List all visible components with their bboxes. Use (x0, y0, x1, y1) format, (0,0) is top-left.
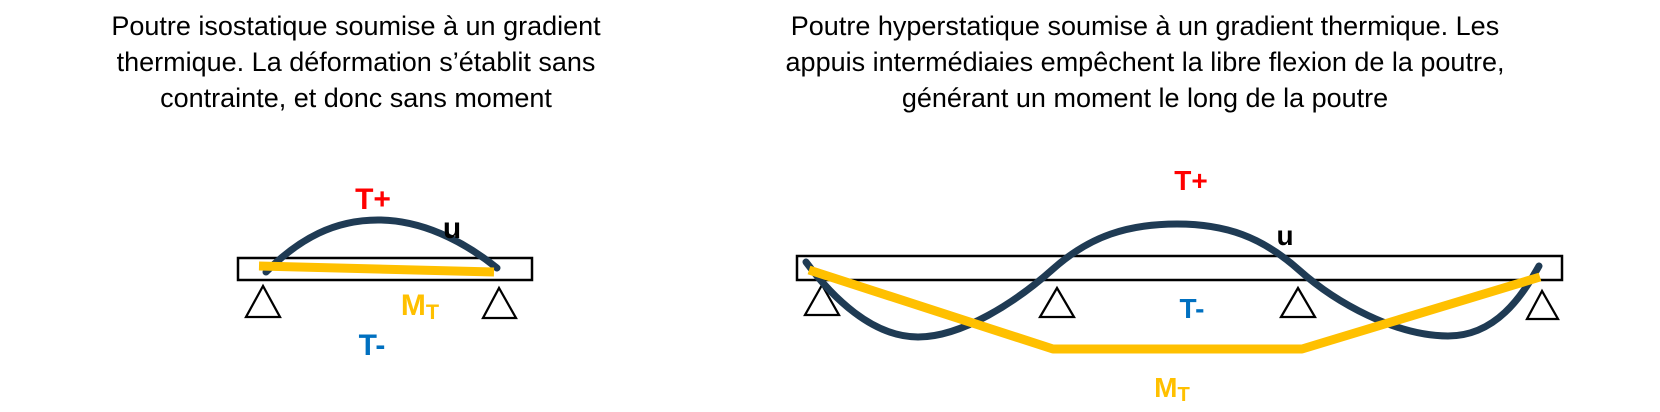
caption-line: contrainte, et donc sans moment (160, 83, 552, 113)
left-label-mt-main: M (400, 289, 426, 322)
caption-line: thermique. La déformation s’établit sans (116, 47, 596, 77)
right-label-u: u (1276, 220, 1294, 251)
caption-line: appuis intermédiaies empêchent la libre … (785, 47, 1505, 77)
caption-line: Poutre isostatique soumise à un gradient (111, 11, 601, 41)
right-support-triangle-2 (1038, 285, 1076, 319)
right-label-t-plus: T+ (1174, 165, 1208, 196)
left-caption: Poutre isostatique soumise à un gradient… (36, 8, 676, 116)
left-support-triangle-1 (244, 283, 282, 319)
right-support-triangle-3 (1279, 285, 1317, 319)
right-caption: Poutre hyperstatique soumise à un gradie… (725, 8, 1565, 116)
right-beam-rect (795, 254, 1564, 282)
left-thermal-moment-line (258, 261, 495, 277)
right-label-mt: MT (1154, 372, 1190, 406)
left-label-t-plus: T+ (355, 183, 391, 216)
left-label-mt-sub: T (425, 298, 440, 324)
right-thermal-moment-line (807, 265, 1542, 354)
right-label-mt-main: M (1154, 372, 1178, 403)
left-label-mt: MT (400, 289, 440, 324)
left-deflection-curve (262, 216, 501, 276)
caption-line: générant un moment le long de la poutre (901, 83, 1389, 113)
caption-line: Poutre hyperstatique soumise à un gradie… (790, 11, 1500, 41)
right-label-mt-sub: T (1177, 383, 1190, 406)
right-support-triangle-4 (1525, 288, 1560, 321)
left-label-t-minus: T- (358, 329, 386, 362)
left-support-triangle-2 (481, 285, 518, 320)
right-label-t-minus: T- (1179, 293, 1205, 324)
right-support-triangle-1 (803, 282, 841, 317)
left-label-u: u (442, 212, 462, 245)
right-deflection-curve (802, 220, 1543, 341)
